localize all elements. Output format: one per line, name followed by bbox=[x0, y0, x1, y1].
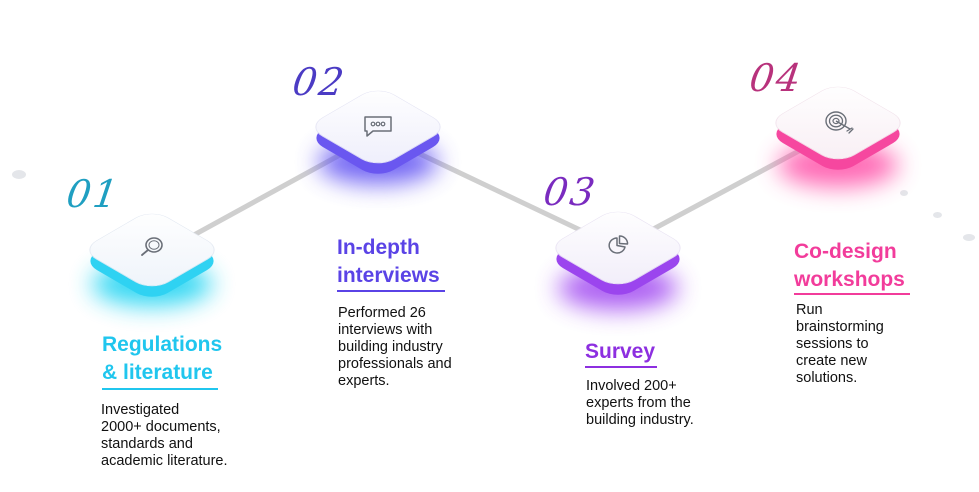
description-line: Performed 26 bbox=[338, 305, 426, 321]
step-3-underline bbox=[585, 366, 657, 368]
description-line: solutions. bbox=[796, 370, 858, 386]
description-line: Run bbox=[796, 302, 823, 318]
decor-dot bbox=[900, 190, 908, 196]
step-2-number: 02 bbox=[289, 60, 349, 104]
step-4-title-line: Co-design bbox=[794, 240, 897, 263]
description-line: academic literature. bbox=[101, 453, 228, 469]
step-3-description: Involved 200+ experts from the building … bbox=[586, 378, 694, 429]
description-line: create new bbox=[796, 353, 867, 369]
target-icon bbox=[825, 111, 854, 134]
description-line: building industry. bbox=[586, 412, 694, 428]
step-4-description: Run brainstorming sessions to create new… bbox=[796, 302, 884, 387]
decor-dot bbox=[12, 170, 26, 179]
step-1-underline bbox=[102, 388, 218, 390]
description-line: sessions to bbox=[796, 336, 869, 352]
chat-bubble-icon bbox=[364, 116, 392, 137]
description-line: 2000+ documents, bbox=[101, 419, 221, 435]
step-3-number: 03 bbox=[540, 170, 600, 214]
description-line: professionals and bbox=[338, 356, 452, 372]
step-2-title-line: In-depth bbox=[337, 236, 420, 259]
description-line: standards and bbox=[101, 436, 193, 452]
description-line: experts. bbox=[338, 373, 390, 389]
step-1-title: Regulations & literature bbox=[102, 331, 222, 387]
step-3-title-line: Survey bbox=[585, 340, 656, 363]
step-3-title: Survey bbox=[585, 338, 655, 366]
description-line: experts from the bbox=[586, 395, 691, 411]
pie-chart-icon bbox=[608, 235, 629, 254]
step-4-title-line: workshops bbox=[794, 268, 905, 291]
decor-dot bbox=[933, 212, 942, 218]
decor-dot bbox=[963, 234, 975, 241]
step-2-title: In-depth interviews bbox=[337, 234, 440, 290]
step-1-title-line: Regulations bbox=[102, 333, 223, 356]
magnifier-icon bbox=[141, 237, 163, 256]
description-line: Involved 200+ bbox=[586, 378, 677, 394]
description-line: building industry bbox=[338, 339, 443, 355]
step-4-number: 04 bbox=[746, 56, 806, 100]
step-4-title: Co-design workshops bbox=[794, 238, 905, 294]
step-1-number: 01 bbox=[63, 172, 123, 216]
description-line: interviews with bbox=[338, 322, 433, 338]
step-4-underline bbox=[794, 293, 910, 295]
description-line: Investigated bbox=[101, 402, 180, 418]
step-1-description: Investigated 2000+ documents, standards … bbox=[101, 402, 228, 470]
step-2-title-line: interviews bbox=[337, 264, 440, 287]
step-2-underline bbox=[337, 290, 445, 292]
description-line: brainstorming bbox=[796, 319, 884, 335]
step-2-description: Performed 26 interviews with building in… bbox=[338, 305, 452, 390]
step-1-title-line: & literature bbox=[102, 361, 213, 384]
